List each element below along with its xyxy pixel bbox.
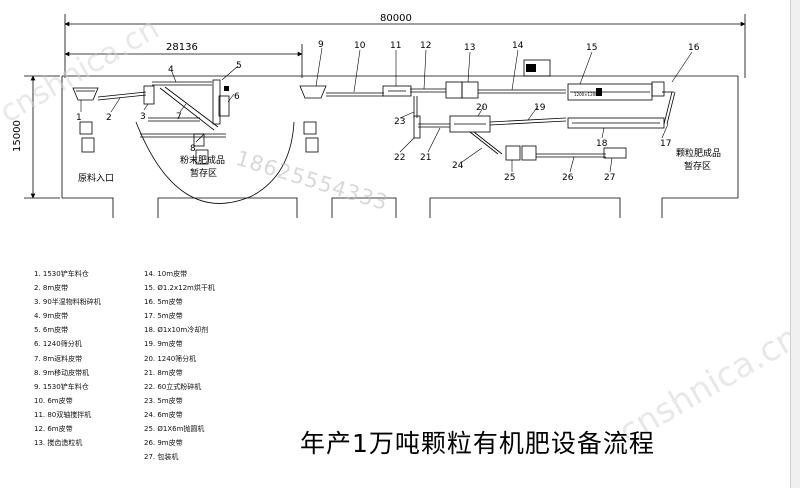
legend-item: 21. 8m皮带 <box>144 368 183 377</box>
legend-item: 1. 1530铲车料仓 <box>34 270 89 278</box>
callout-1: 1 <box>76 113 82 123</box>
legend-item: 7. 8m返料皮带 <box>34 354 83 363</box>
callout-11: 11 <box>390 41 401 51</box>
callout-5: 5 <box>236 61 242 71</box>
callout-2: 2 <box>106 113 112 123</box>
callout-6: 6 <box>234 92 240 102</box>
dimension-section-label: 28136 <box>166 42 198 53</box>
legend-item: 27. 包装机 <box>144 453 179 462</box>
legend-item: 9. 1530铲车料仓 <box>34 382 89 391</box>
legend-item: 2. 8m皮带 <box>34 284 69 293</box>
legend-item: 18. Ø1x10m冷却剂 <box>144 326 209 335</box>
dryer-size-label: 1200×12000 <box>574 92 601 97</box>
zone-granule-line1: 颗粒肥成品 <box>676 147 721 159</box>
legend-left: 1. 1530铲车料仓 2. 8m皮带 3. 90半湿物料粉碎机 4. 9m皮带… <box>34 267 101 450</box>
callout-14: 14 <box>512 41 524 51</box>
granulator-13 <box>445 81 479 99</box>
building-outline <box>61 75 739 218</box>
legend-item: 5. 6m皮带 <box>34 326 69 335</box>
conveyor-5 <box>212 79 221 125</box>
conveyor-16 <box>651 81 665 97</box>
callout-27: 27 <box>604 173 615 183</box>
window-scroll-edge <box>790 0 800 488</box>
legend-item: 26. 9m皮带 <box>144 439 183 448</box>
dimension-height-label: 15000 <box>12 120 23 152</box>
screen-6 <box>218 95 230 117</box>
zone-powder-line2: 暂存区 <box>190 167 217 179</box>
hopper-1 <box>72 87 99 101</box>
legend-item: 4. 9m皮带 <box>34 312 69 321</box>
legend-item: 16. 5m皮带 <box>144 298 183 307</box>
callout-20: 20 <box>476 103 488 113</box>
callout-15: 15 <box>586 43 597 53</box>
callout-3: 3 <box>140 112 146 122</box>
callout-8: 8 <box>190 144 196 154</box>
legend-item: 6. 1240筛分机 <box>34 340 82 349</box>
callout-16: 16 <box>688 43 700 53</box>
legend-item: 11. 80双轴搅拌机 <box>34 410 92 419</box>
conveyor-17 <box>663 91 673 125</box>
zone-granule-line2: 暂存区 <box>684 160 711 172</box>
callout-24: 24 <box>452 161 464 171</box>
legend-right: 14. 10m皮带 15. Ø1.2x12m烘干机 16. 5m皮带 17. 5… <box>144 267 215 464</box>
packer-27 <box>603 147 627 159</box>
screen-motor <box>224 86 229 91</box>
legend-item: 23. 5m皮带 <box>144 396 183 405</box>
callout-19: 19 <box>534 103 546 113</box>
callout-18: 18 <box>596 139 608 149</box>
conveyor-2 <box>97 91 147 98</box>
conveyor-24 <box>469 131 499 155</box>
dimension-total <box>64 14 746 78</box>
dryer-motor <box>596 88 602 96</box>
legend-item: 25. Ø1X6m抛圆机 <box>144 425 205 434</box>
loader-left <box>79 121 95 153</box>
legend-item: 19. 9m皮带 <box>144 340 183 349</box>
callout-12: 12 <box>420 41 431 51</box>
callout-21: 21 <box>420 153 431 163</box>
loader-powder <box>193 133 209 165</box>
powder-storage-arc <box>135 121 295 204</box>
callout-leaders <box>80 47 693 173</box>
crusher-3 <box>143 85 155 105</box>
callout-22: 22 <box>394 153 405 163</box>
dimension-total-label: 80000 <box>380 13 412 24</box>
callout-7: 7 <box>176 112 182 122</box>
mixer-11 <box>382 85 412 97</box>
zone-raw-entrance: 原料入口 <box>78 172 114 184</box>
callout-17: 17 <box>660 139 671 149</box>
callout-10: 10 <box>354 41 366 51</box>
legend-item: 8. 9m移动皮带机 <box>34 368 90 377</box>
legend-item: 3. 90半湿物料粉碎机 <box>34 298 101 307</box>
callout-13: 13 <box>464 43 475 53</box>
legend-item: 17. 5m皮带 <box>144 312 183 321</box>
dimension-section <box>64 44 303 78</box>
callout-4: 4 <box>168 65 174 75</box>
rounder-25 <box>505 145 537 161</box>
legend-item: 10. 6m皮带 <box>34 396 73 405</box>
legend-item: 13. 搅齿造粒机 <box>34 439 83 448</box>
legend-item: 12. 6m皮带 <box>34 425 73 434</box>
callout-26: 26 <box>562 173 574 183</box>
hopper-9 <box>299 85 327 99</box>
zone-powder-line1: 粉末肥成品 <box>180 154 225 166</box>
conveyor-7 <box>159 87 215 131</box>
legend-item: 14. 10m皮带 <box>144 270 188 278</box>
callout-9: 9 <box>318 40 324 50</box>
control-screen <box>526 64 536 72</box>
legend-item: 20. 1240筛分机 <box>144 354 197 363</box>
dimension-height <box>24 75 60 199</box>
callout-25: 25 <box>504 173 515 183</box>
control-box <box>523 59 551 77</box>
page-title: 年产1万吨颗粒有机肥设备流程 <box>300 429 655 458</box>
loader-mid <box>303 121 319 153</box>
callout-23: 23 <box>394 117 405 127</box>
legend-item: 15. Ø1.2x12m烘干机 <box>144 284 215 293</box>
legend-item: 22. 60立式粉碎机 <box>144 382 202 391</box>
cooler-18 <box>567 117 665 129</box>
legend-item: 24. 6m皮带 <box>144 410 183 419</box>
